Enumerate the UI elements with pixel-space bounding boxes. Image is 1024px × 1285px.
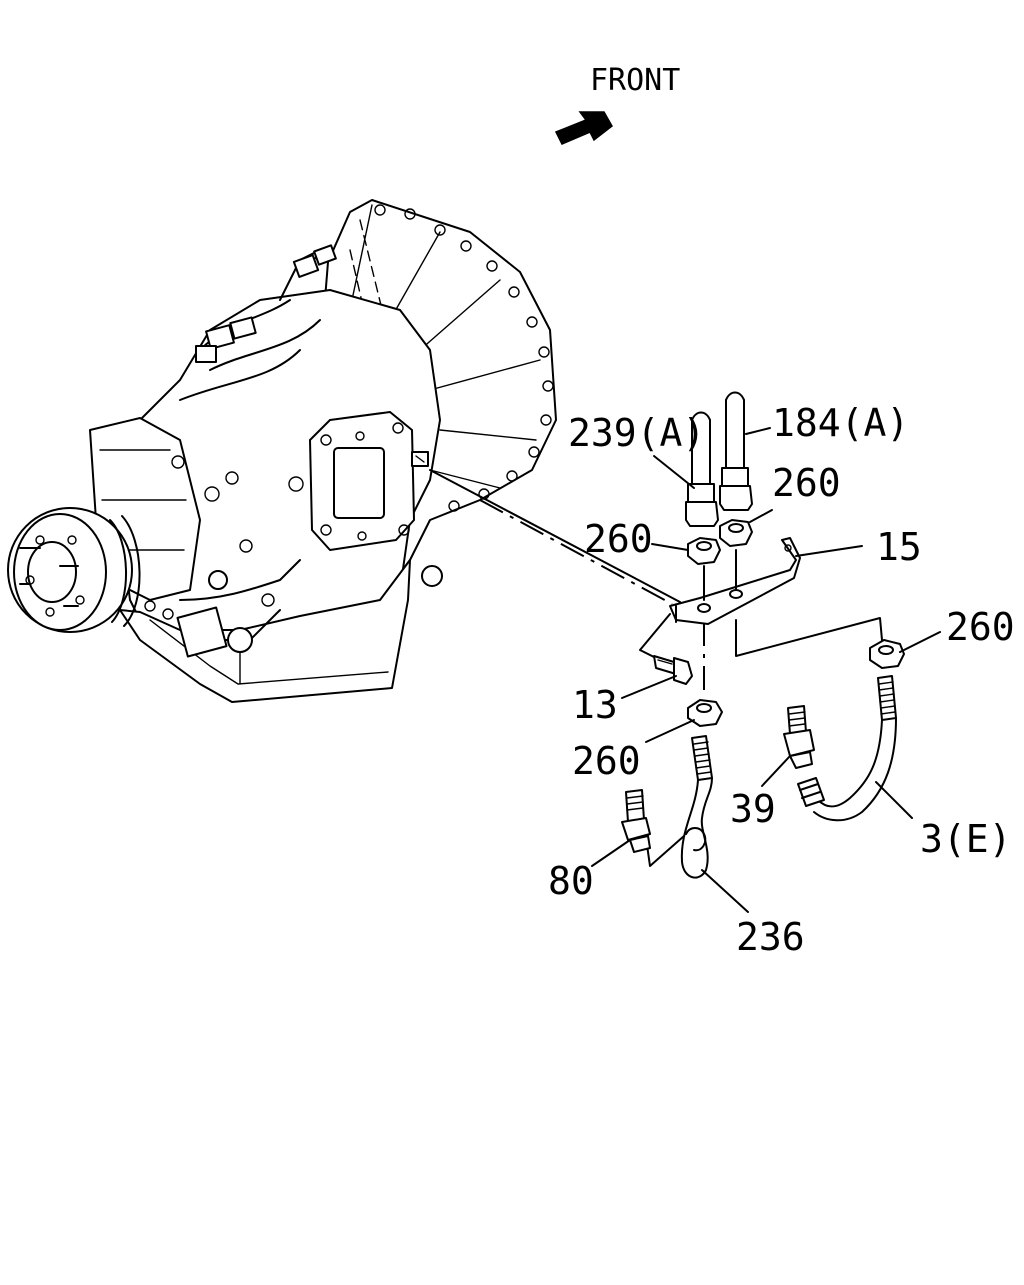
center-line-main [479,499,673,605]
callout-260-lower: 260 [572,739,641,783]
nut-260-left [687,537,721,601]
nut-260-lower [687,699,723,727]
leader-39 [761,755,791,787]
callout-260-left: 260 [584,517,653,561]
leader-3e [875,781,913,819]
pipe-3e [797,675,897,822]
callout-236: 236 [736,915,805,959]
callout-239a: 239(A) [568,411,705,455]
leader-260-lower [645,719,695,743]
callout-39: 39 [730,787,776,831]
bracket-guide [639,613,671,661]
nut-260-right [869,639,905,669]
leader-260-right [899,631,941,653]
bolt-13 [653,655,693,685]
callout-15: 15 [876,525,922,569]
callout-13: 13 [572,683,618,727]
callout-80: 80 [548,859,594,903]
leader-13 [621,675,677,699]
leader-184a [745,427,771,435]
callout-3e: 3(E) [920,817,1012,861]
hose-184a [719,391,753,511]
leader-80 [591,839,631,867]
fitting-80 [621,789,651,853]
leader-260-left [651,543,689,551]
callout-184a: 184(A) [772,401,909,445]
nut-260-top-right [719,519,753,591]
callout-260-top-right: 260 [772,461,841,505]
leader-239a [653,455,695,489]
callout-260-right: 260 [946,605,1015,649]
pipe-236 [680,735,713,879]
leader-260-top-right [749,509,773,523]
front-arrow-icon [554,111,613,145]
guide-line-port [429,469,681,603]
front-label: FRONT [590,63,680,98]
leader-236 [701,869,749,913]
pipe-80-guide [645,835,685,867]
pipe-guide [735,617,883,657]
leader-15 [795,545,863,557]
hose-239a [685,411,719,527]
transmission-assembly [7,199,557,703]
fitting-39 [783,705,815,769]
